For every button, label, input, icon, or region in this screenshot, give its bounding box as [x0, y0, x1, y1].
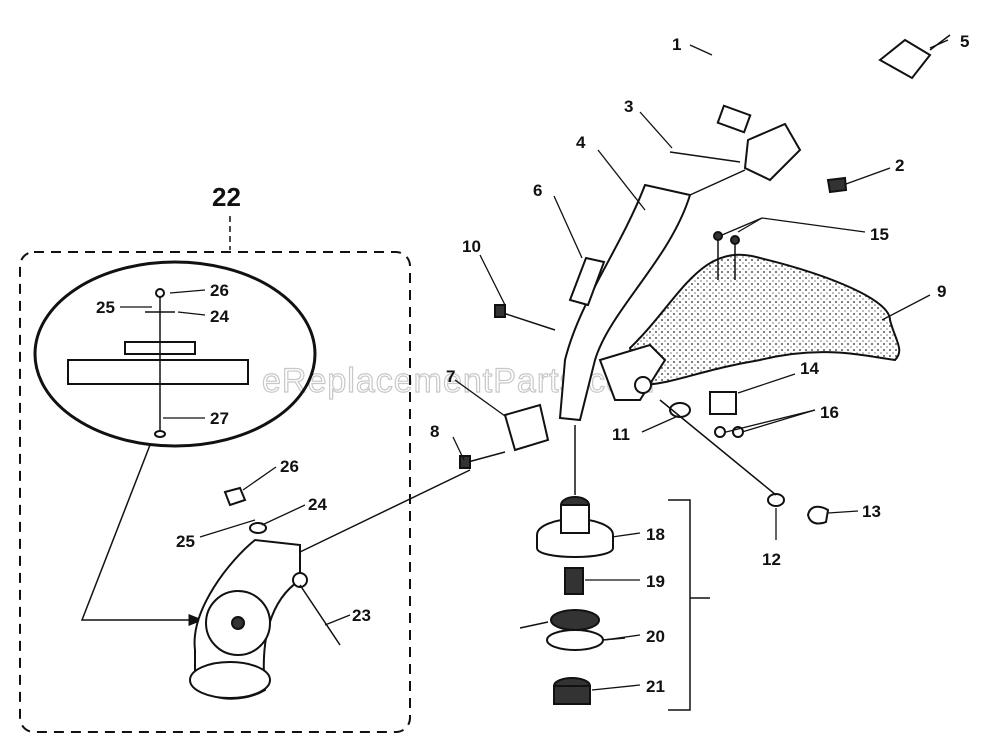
callout-20: 20	[646, 627, 665, 646]
part-guard	[598, 253, 901, 401]
callout-24-lower: 24	[308, 495, 327, 514]
part-bolt-10	[494, 304, 556, 331]
callout-12: 12	[762, 550, 781, 569]
callout-8: 8	[430, 422, 439, 441]
callout-24-detail: 24	[210, 307, 229, 326]
callout-1: 1	[672, 35, 681, 54]
callout-16: 16	[820, 403, 839, 422]
part-gear-head	[189, 538, 308, 700]
callout-13: 13	[862, 502, 881, 521]
callout-26-lower: 26	[280, 457, 299, 476]
part-sleeve-6	[568, 256, 606, 307]
part-spool-housing-18	[536, 496, 614, 558]
part-knob-21	[553, 677, 591, 705]
part-nut-2	[826, 176, 848, 194]
part-shaft	[558, 169, 746, 422]
callout-27: 27	[210, 409, 229, 428]
part-screw-8	[459, 451, 506, 469]
part-washer-12	[767, 493, 785, 507]
part-wingnut-26	[223, 486, 247, 507]
group-22-frame	[19, 251, 411, 733]
group-22-label: 22	[212, 182, 241, 212]
part-spring-19	[564, 567, 584, 595]
part-handle	[705, 23, 875, 182]
callout-21: 21	[646, 677, 665, 696]
callout-15: 15	[870, 225, 889, 244]
callout-26-detail: 26	[210, 281, 229, 300]
callout-23: 23	[352, 606, 371, 625]
detail-circle	[33, 260, 317, 448]
part-spool-20	[519, 609, 626, 651]
callout-25-lower: 25	[176, 532, 195, 551]
callout-7: 7	[446, 367, 455, 386]
callout-6: 6	[533, 181, 542, 200]
part-screw-3	[669, 151, 741, 163]
callout-4: 4	[576, 133, 586, 152]
callout-18: 18	[646, 525, 665, 544]
part-screws-15	[713, 231, 740, 280]
callout-5: 5	[960, 32, 969, 51]
callout-19: 19	[646, 572, 665, 591]
part-grip-end	[878, 34, 951, 80]
leader-lines	[120, 39, 949, 691]
part-clip-7	[503, 403, 550, 452]
callout-9: 9	[937, 282, 946, 301]
callout-25-detail: 25	[96, 298, 115, 317]
callout-2: 2	[895, 156, 904, 175]
bracket-18-21	[668, 499, 710, 711]
watermark-text: eReplacementParts.com	[262, 362, 655, 400]
callout-3: 3	[624, 97, 633, 116]
callout-11: 11	[612, 425, 630, 444]
part-bracket-14	[709, 391, 737, 415]
part-bolt-23	[299, 584, 341, 646]
callout-14: 14	[800, 359, 819, 378]
part-nut-13	[806, 505, 830, 525]
part-washer-24	[249, 522, 267, 534]
detail-inset-parts	[67, 288, 249, 438]
callout-10: 10	[462, 237, 481, 256]
